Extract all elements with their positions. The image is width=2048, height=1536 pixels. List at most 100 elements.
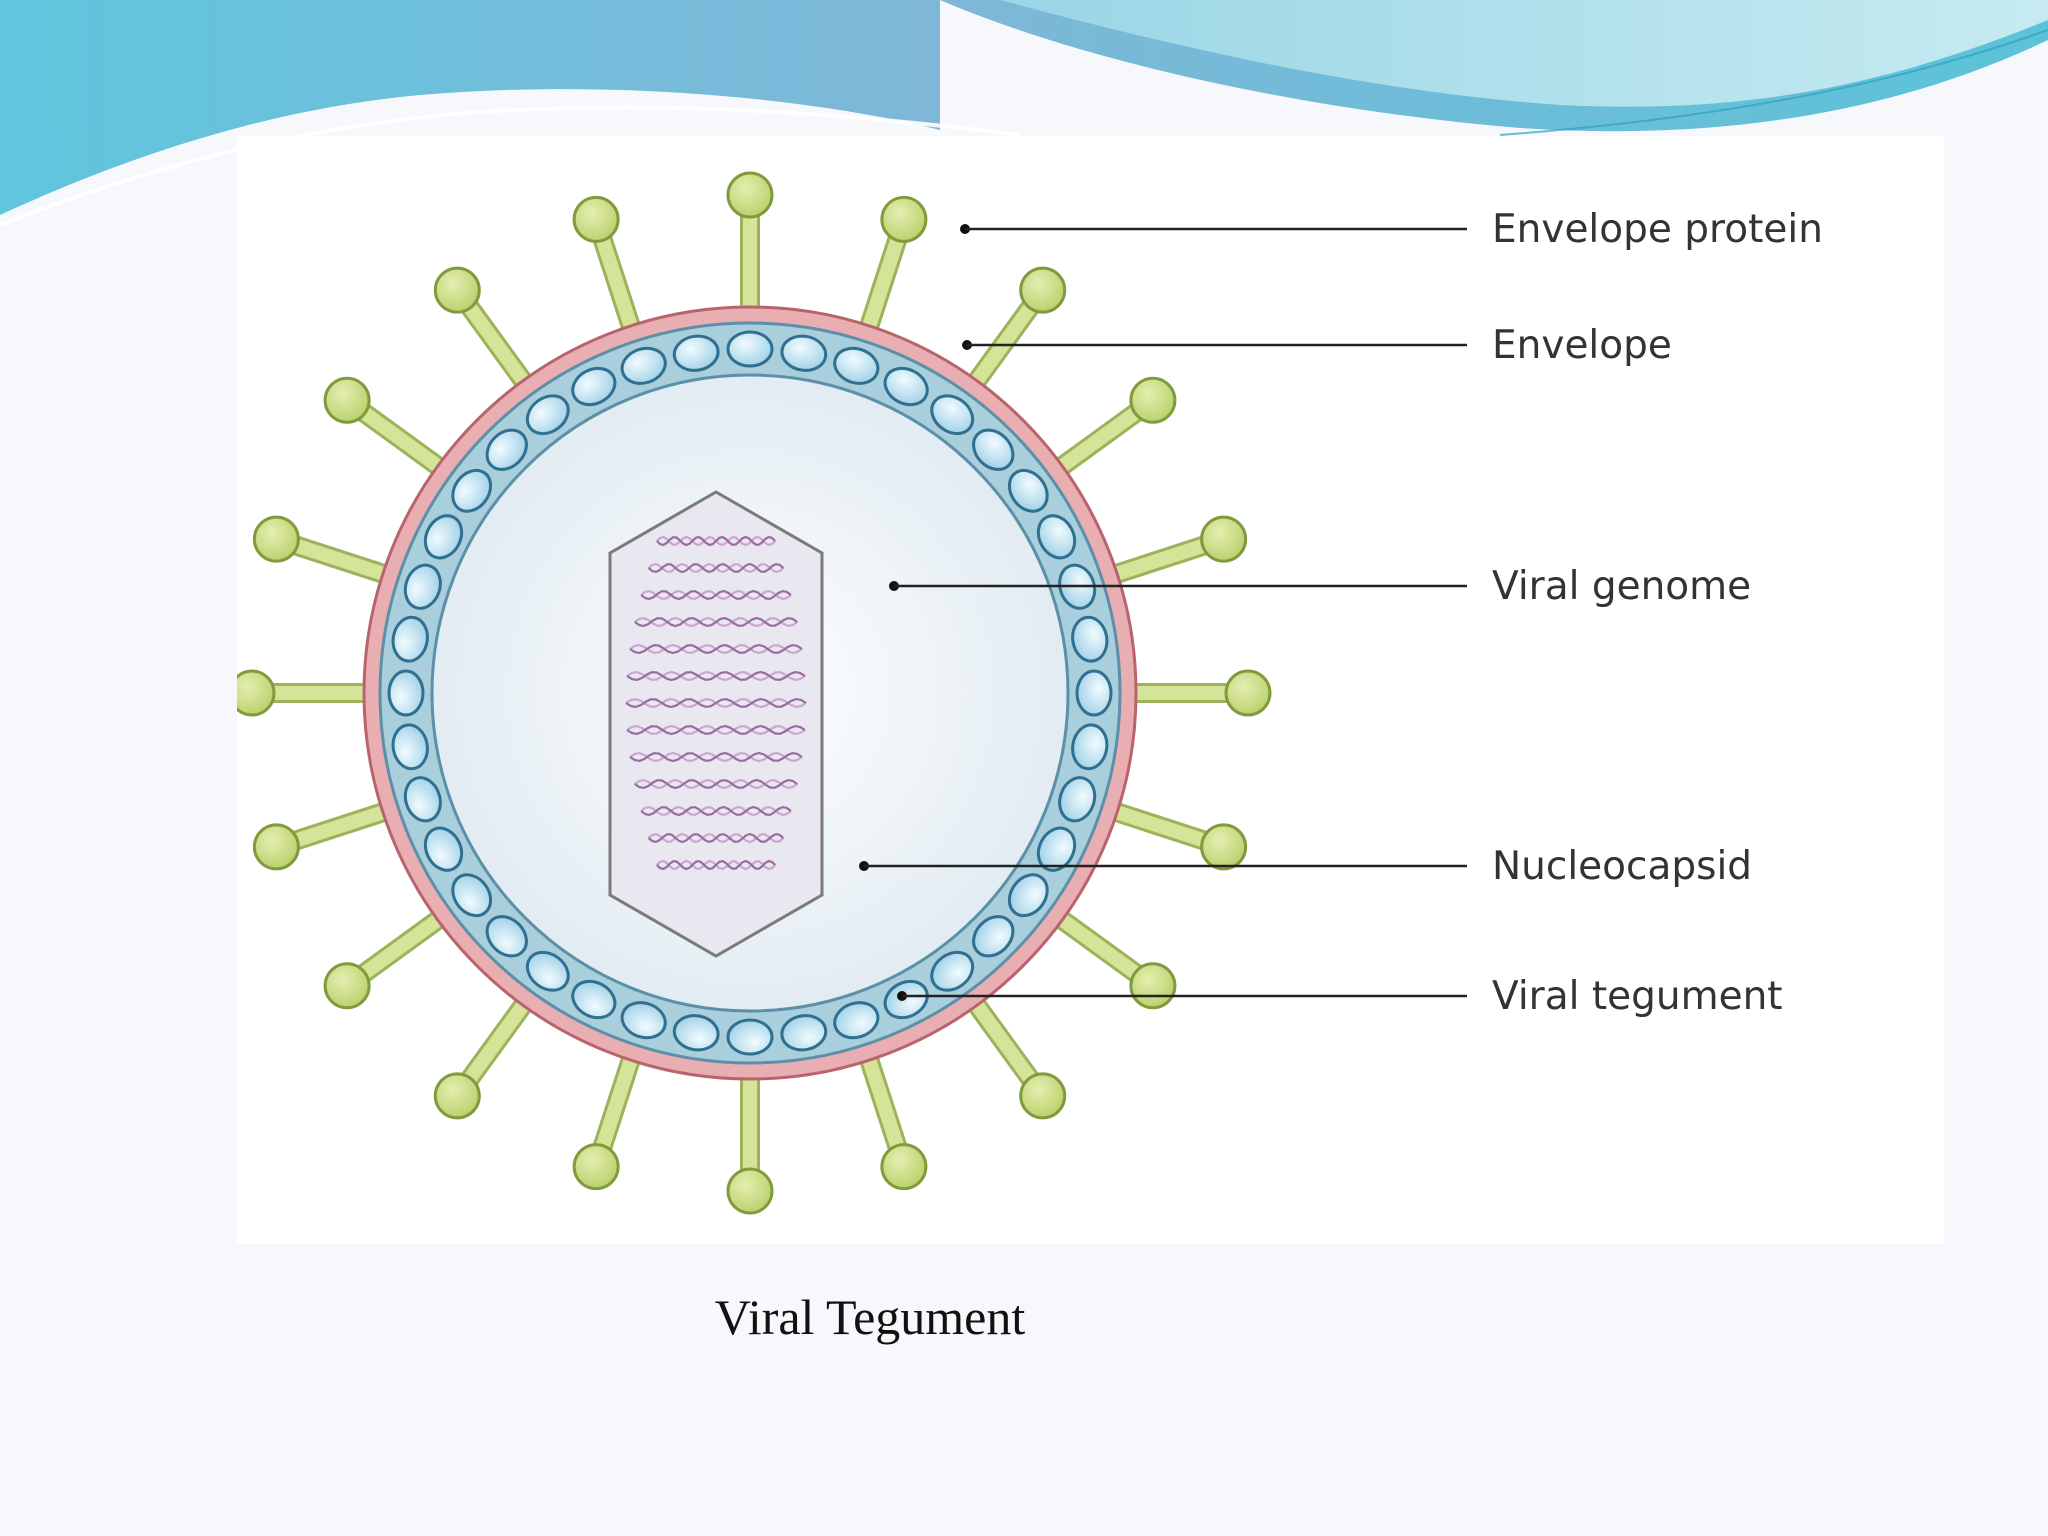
tegument-bead — [883, 366, 929, 407]
genome-strand — [629, 751, 803, 763]
envelope-protein-knob — [237, 669, 276, 717]
genome-strand — [625, 697, 807, 709]
spike-stalk-highlight — [289, 537, 391, 583]
label-envelope: Envelope — [962, 323, 1672, 368]
nucleocapsid — [608, 490, 824, 958]
tegument-bead — [930, 950, 975, 992]
tegument-bead — [620, 346, 667, 385]
tegument-bead — [387, 669, 425, 717]
tegument-bead — [1071, 615, 1109, 663]
label-viral-tegument: Viral tegument — [897, 974, 1783, 1019]
label-text-viral-tegument: Viral tegument — [1492, 974, 1783, 1019]
tegument-bead — [1036, 514, 1077, 560]
spike-stalk-highlight — [1109, 537, 1211, 583]
envelope-protein-knob — [572, 1143, 620, 1191]
diagram-panel: Envelope protein Envelope Viral genome N… — [237, 136, 1944, 1244]
genome-strand — [634, 616, 798, 628]
genome-strand — [647, 832, 785, 844]
envelope-protein-knob — [726, 171, 774, 219]
tegument-bead — [780, 1014, 828, 1052]
envelope-protein-knob — [880, 195, 928, 243]
tegument-bead — [883, 979, 929, 1020]
tegument-bead — [451, 468, 493, 513]
genome-strand — [640, 589, 792, 601]
tegument-bead — [930, 394, 975, 436]
envelope-protein-knob — [433, 266, 481, 314]
genome-strand — [647, 562, 785, 574]
label-viral-genome: Viral genome — [889, 564, 1751, 609]
envelope-protein-knob — [252, 515, 300, 563]
label-text-viral-genome: Viral genome — [1492, 564, 1751, 609]
genome-strand — [626, 670, 806, 682]
tegument-bead — [525, 394, 570, 436]
genome-strand — [656, 859, 776, 871]
genome-strand — [656, 535, 776, 547]
envelope-protein-knob — [1129, 376, 1177, 424]
spike-stalk-highlight — [860, 232, 906, 334]
tegument-bead — [726, 330, 774, 368]
tegument-bead — [833, 346, 880, 385]
viral-tegument-beads — [387, 330, 1113, 1056]
label-text-envelope: Envelope — [1492, 323, 1672, 368]
tegument-bead — [391, 615, 429, 663]
envelope-protein-knob — [323, 376, 371, 424]
genome-strand — [629, 643, 803, 655]
envelope-protein-knob — [880, 1143, 928, 1191]
tegument-bead — [672, 1014, 720, 1052]
envelope-protein-knob — [572, 195, 620, 243]
envelope-protein-knob — [323, 962, 371, 1010]
envelope-protein-knob — [433, 1072, 481, 1120]
envelope-proteins — [237, 171, 1272, 1215]
label-text-envelope-protein: Envelope protein — [1492, 207, 1823, 252]
label-nucleocapsid: Nucleocapsid — [859, 844, 1752, 889]
spike-stalk-highlight — [1053, 910, 1145, 982]
envelope-protein-knob — [1200, 515, 1248, 563]
tegument-bead — [1007, 873, 1049, 918]
virus-diagram: Envelope protein Envelope Viral genome N… — [237, 171, 1823, 1215]
tegument-bead — [1007, 468, 1049, 513]
tegument-bead — [726, 1018, 774, 1056]
tegument-bead — [780, 334, 828, 372]
spike-stalk-highlight — [289, 803, 391, 849]
tegument-bead — [1071, 723, 1109, 771]
tegument-bead — [485, 915, 528, 958]
label-text-nucleocapsid: Nucleocapsid — [1492, 844, 1752, 889]
spike-stalk-highlight — [355, 404, 447, 476]
tegument-bead — [525, 950, 570, 992]
genome-strand — [634, 778, 798, 790]
tegument-bead — [391, 723, 429, 771]
envelope-protein-knob — [1129, 962, 1177, 1010]
slide-header-waves — [0, 0, 2048, 227]
tegument-bead — [571, 979, 617, 1020]
tegument-bead — [423, 514, 464, 560]
envelope-protein-knob — [1019, 1072, 1067, 1120]
tegument-bead — [571, 366, 617, 407]
tegument-bead — [423, 826, 464, 872]
tegument-bead — [972, 915, 1015, 958]
envelope-protein-knob — [1200, 823, 1248, 871]
tegument-bead — [403, 563, 442, 610]
spike-stalk-highlight — [1109, 803, 1211, 849]
tegument-bead — [403, 776, 442, 823]
tegument-bead — [833, 1001, 880, 1040]
spike-stalk-highlight — [967, 996, 1039, 1088]
spike-stalk-highlight — [461, 298, 533, 390]
envelope-protein-knob — [252, 823, 300, 871]
tegument-bead — [1036, 826, 1077, 872]
envelope-protein-knob — [1019, 266, 1067, 314]
header-wave-line — [0, 105, 1021, 227]
tegument-bead — [620, 1001, 667, 1040]
label-envelope-protein: Envelope protein — [960, 207, 1823, 252]
tegument-bead — [485, 428, 528, 471]
header-wave-line-2 — [1499, 29, 2048, 136]
viral-genome — [625, 535, 807, 871]
tegument-bead — [451, 873, 493, 918]
spike-stalk-highlight — [355, 910, 447, 982]
tegument-bead — [1075, 669, 1113, 717]
header-wave-light — [1000, 0, 2048, 107]
envelope-protein-knob — [1224, 669, 1272, 717]
tegument-bead — [672, 334, 720, 372]
slide-caption: Viral Tegument — [714, 1289, 1026, 1345]
spike-stalk-highlight — [860, 1052, 906, 1154]
spike-stalk-highlight — [594, 1052, 640, 1154]
